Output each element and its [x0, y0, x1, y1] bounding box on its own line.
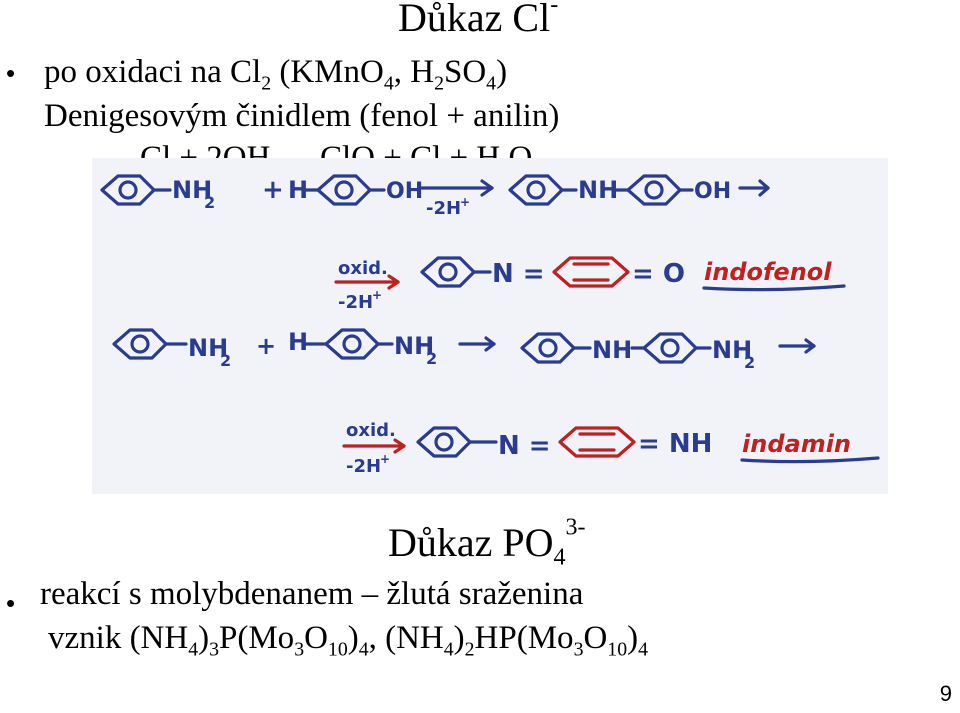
- slide-title-phosphate: Důkaz PO43-: [388, 514, 586, 571]
- svg-text:+: +: [380, 452, 390, 466]
- formula-line: vznik (NH4)3P(Mo3O10)4, (NH4)2HP(Mo3O10)…: [48, 620, 648, 661]
- page-number: 9: [939, 681, 952, 706]
- oxidation-line: po oxidaci na Cl2 (KMnO4, H2SO4): [44, 54, 508, 95]
- reaction-scheme-image: NH 2 + H OH -2H + NH OH ox: [92, 158, 888, 494]
- svg-text:+: +: [372, 288, 382, 302]
- svg-text:NH: NH: [592, 336, 632, 364]
- svg-text:+: +: [460, 195, 470, 209]
- title-superscript: -: [550, 0, 559, 18]
- svg-text:NH: NH: [188, 334, 228, 362]
- row2-arrow-label: oxid.: [338, 258, 388, 279]
- bullet-marker: •: [6, 58, 16, 88]
- svg-text:2: 2: [220, 351, 231, 370]
- svg-text:NH: NH: [578, 176, 618, 204]
- row1-plus: +: [262, 175, 284, 205]
- svg-text:H: H: [288, 328, 308, 356]
- svg-text:N =: N =: [498, 431, 551, 461]
- indamin-label: indamin: [742, 430, 851, 458]
- svg-text:2: 2: [204, 193, 215, 212]
- svg-text:OH: OH: [694, 179, 731, 204]
- svg-text:H: H: [288, 176, 308, 204]
- svg-text:2: 2: [744, 353, 755, 372]
- svg-text:2: 2: [426, 349, 437, 368]
- svg-text:+: +: [256, 332, 276, 360]
- row1-aniline: NH 2: [100, 174, 215, 212]
- svg-text:oxid.: oxid.: [346, 420, 396, 441]
- row1-product: NH OH: [508, 174, 731, 206]
- row1-nh-label: NH: [172, 176, 212, 204]
- molybdate-line: reakcí s molybdenanem – žlutá sraženina: [40, 576, 584, 612]
- svg-text:-2H: -2H: [346, 456, 381, 477]
- reagent-line: Denigesovým činidlem (fenol + anilin): [44, 98, 560, 134]
- slide-title-chloride: Důkaz Cl-: [398, 0, 558, 41]
- svg-text:-2H: -2H: [338, 292, 373, 313]
- indofenol-label: indofenol: [704, 258, 832, 286]
- row1-phenol: H OH: [288, 174, 423, 206]
- row1-arrow-note: -2H: [426, 198, 461, 219]
- row2-n-label: N =: [492, 259, 545, 289]
- svg-text:= NH: = NH: [638, 429, 712, 459]
- svg-text:= O: = O: [632, 259, 685, 289]
- svg-text:NH: NH: [394, 332, 434, 360]
- svg-text:NH: NH: [712, 336, 752, 364]
- title-text: Důkaz Cl: [398, 0, 551, 40]
- bullet-marker: •: [6, 588, 16, 618]
- svg-text:OH: OH: [386, 179, 423, 204]
